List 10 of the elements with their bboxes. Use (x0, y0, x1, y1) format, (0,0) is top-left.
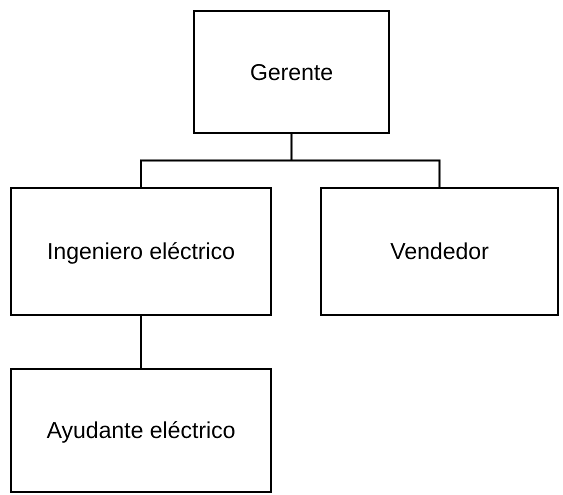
role-title: Ingeniero eléctrico (47, 237, 235, 266)
role-box (10, 187, 272, 316)
connector-line (140, 316, 142, 368)
connector-line (290, 134, 440, 187)
role-box (10, 368, 272, 493)
role-box (320, 187, 559, 316)
role-box (193, 10, 390, 134)
role-title: Ayudante eléctrico (46, 416, 236, 445)
role-title: Gerente (250, 58, 334, 86)
role-title: Vendedor (390, 237, 489, 266)
